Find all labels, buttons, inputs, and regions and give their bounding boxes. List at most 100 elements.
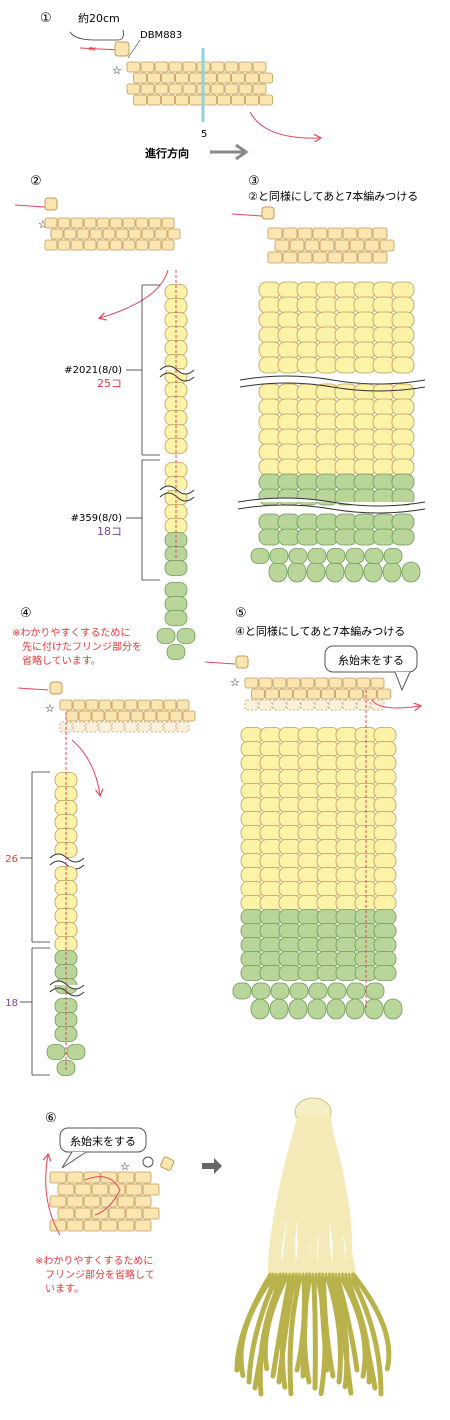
delica-bead: [111, 699, 125, 711]
green-seed-bead: [363, 561, 383, 583]
delica-bead: [293, 688, 307, 700]
delica-bead: [231, 94, 245, 106]
count-brackets: [31, 771, 50, 1076]
delica-bead: [117, 1171, 135, 1184]
thread-path: [46, 1155, 61, 1236]
brick-stitch-rows: [267, 227, 395, 264]
delica-bead: [267, 227, 283, 240]
delica-bead: [328, 677, 343, 689]
cream-strand: [317, 1115, 334, 1278]
break-mark: [239, 382, 426, 392]
delica-bead: [314, 699, 329, 711]
delica-bead: [57, 1207, 75, 1220]
delica-bead: [161, 94, 175, 106]
green-seed-bead: [269, 998, 289, 1020]
tassel-photo: [234, 1097, 392, 1397]
delica-bead: [161, 217, 175, 229]
brick-stitch-rows: [44, 217, 181, 251]
delica-bead: [279, 688, 293, 700]
delica-bead: [126, 61, 141, 73]
cream-seed-bead: [373, 783, 397, 799]
delica-bead: [175, 72, 189, 84]
cream-seed-bead: [391, 296, 415, 314]
delica-bead: [117, 1219, 135, 1232]
delica-bead: [66, 1195, 84, 1208]
step-number-1: ①: [40, 11, 52, 26]
break-mark: [237, 504, 426, 514]
cream-seed-bead: [373, 769, 397, 785]
delica-bead: [140, 61, 155, 73]
delica-bead: [377, 688, 391, 700]
delica-bead: [244, 677, 259, 689]
delica-bead: [122, 239, 136, 251]
delica-bead: [319, 239, 335, 252]
delica-bead: [76, 228, 90, 240]
delica-bead: [304, 239, 320, 252]
start-star-icon: ☆: [38, 218, 48, 231]
brick-stitch-rows: [49, 1171, 160, 1232]
green-seed-bead: [373, 951, 397, 967]
green-seed-bead: [344, 561, 364, 583]
delica-bead: [143, 710, 157, 722]
delica-bead: [70, 217, 84, 229]
green-seed-bead: [250, 998, 270, 1020]
delica-bead: [98, 699, 112, 711]
delica-bead: [154, 83, 169, 95]
delica-bead: [272, 699, 287, 711]
note-line-1: ※わかりやすくするために: [35, 1255, 153, 1267]
green-seed-bead: [391, 528, 415, 546]
break-mark: [159, 365, 195, 375]
green-seed-bead: [164, 546, 188, 562]
delica-bead: [370, 677, 385, 689]
delica-bead: [125, 1207, 143, 1220]
step3-caption: ②と同様にしてあと7本編みつける: [248, 189, 418, 203]
delica-bead: [342, 677, 357, 689]
gold-strand: [279, 1272, 300, 1391]
delica-bead: [57, 239, 71, 251]
delica-bead: [66, 1171, 84, 1184]
note-line-2: 先に付けたフリンジ部分を: [22, 640, 142, 653]
delica-bead: [100, 1171, 118, 1184]
start-star-icon: ☆: [120, 1160, 130, 1173]
delica-bead: [286, 699, 301, 711]
cream-seed-bead: [391, 281, 415, 299]
delica-bead: [342, 227, 358, 240]
delica-bead: [364, 239, 380, 252]
delica-bead: [117, 1195, 135, 1208]
green-seed-bead: [66, 1044, 86, 1060]
thread-tail: [79, 47, 121, 51]
green-seed-bead: [250, 548, 270, 564]
gold-strand: [321, 1272, 336, 1379]
delica-bead: [147, 94, 161, 106]
green-seed-bead: [164, 610, 188, 626]
delica-bead: [50, 228, 64, 240]
delica-bead: [258, 699, 273, 711]
needle-bead-icon: [114, 41, 130, 57]
needle-bead-icon: [160, 1156, 175, 1171]
cream-strand: [297, 1115, 315, 1278]
cream-seed-bead: [54, 828, 78, 844]
delica-bead: [297, 227, 313, 240]
thread-loop-icon: [142, 1156, 154, 1168]
delica-bead: [182, 61, 197, 73]
green-seed-bead: [54, 998, 78, 1014]
fringe-columns: [237, 281, 426, 583]
step-number-4: ④: [20, 606, 32, 621]
note-line-3: 省略しています。: [22, 654, 101, 667]
break-mark: [49, 860, 85, 870]
direction-arrow-icon: [210, 143, 249, 161]
green-seed-bead: [307, 998, 327, 1020]
delica-bead: [289, 239, 305, 252]
green-seed-bead: [166, 644, 186, 660]
delica-bead: [372, 227, 388, 240]
gold-strand: [270, 1272, 294, 1379]
step6: ⑥ 糸始末をする ☆ ※わかりやすくするために フリンジ部分を省略して います。: [35, 1111, 222, 1295]
delica-bead: [328, 699, 343, 711]
delica-bead: [168, 61, 183, 73]
delica-bead: [72, 699, 86, 711]
delica-bead: [182, 83, 197, 95]
delica-bead: [238, 83, 253, 95]
delica-bead: [66, 1219, 84, 1232]
green-seed-bead: [268, 561, 288, 583]
green-seed-bead: [391, 513, 415, 531]
